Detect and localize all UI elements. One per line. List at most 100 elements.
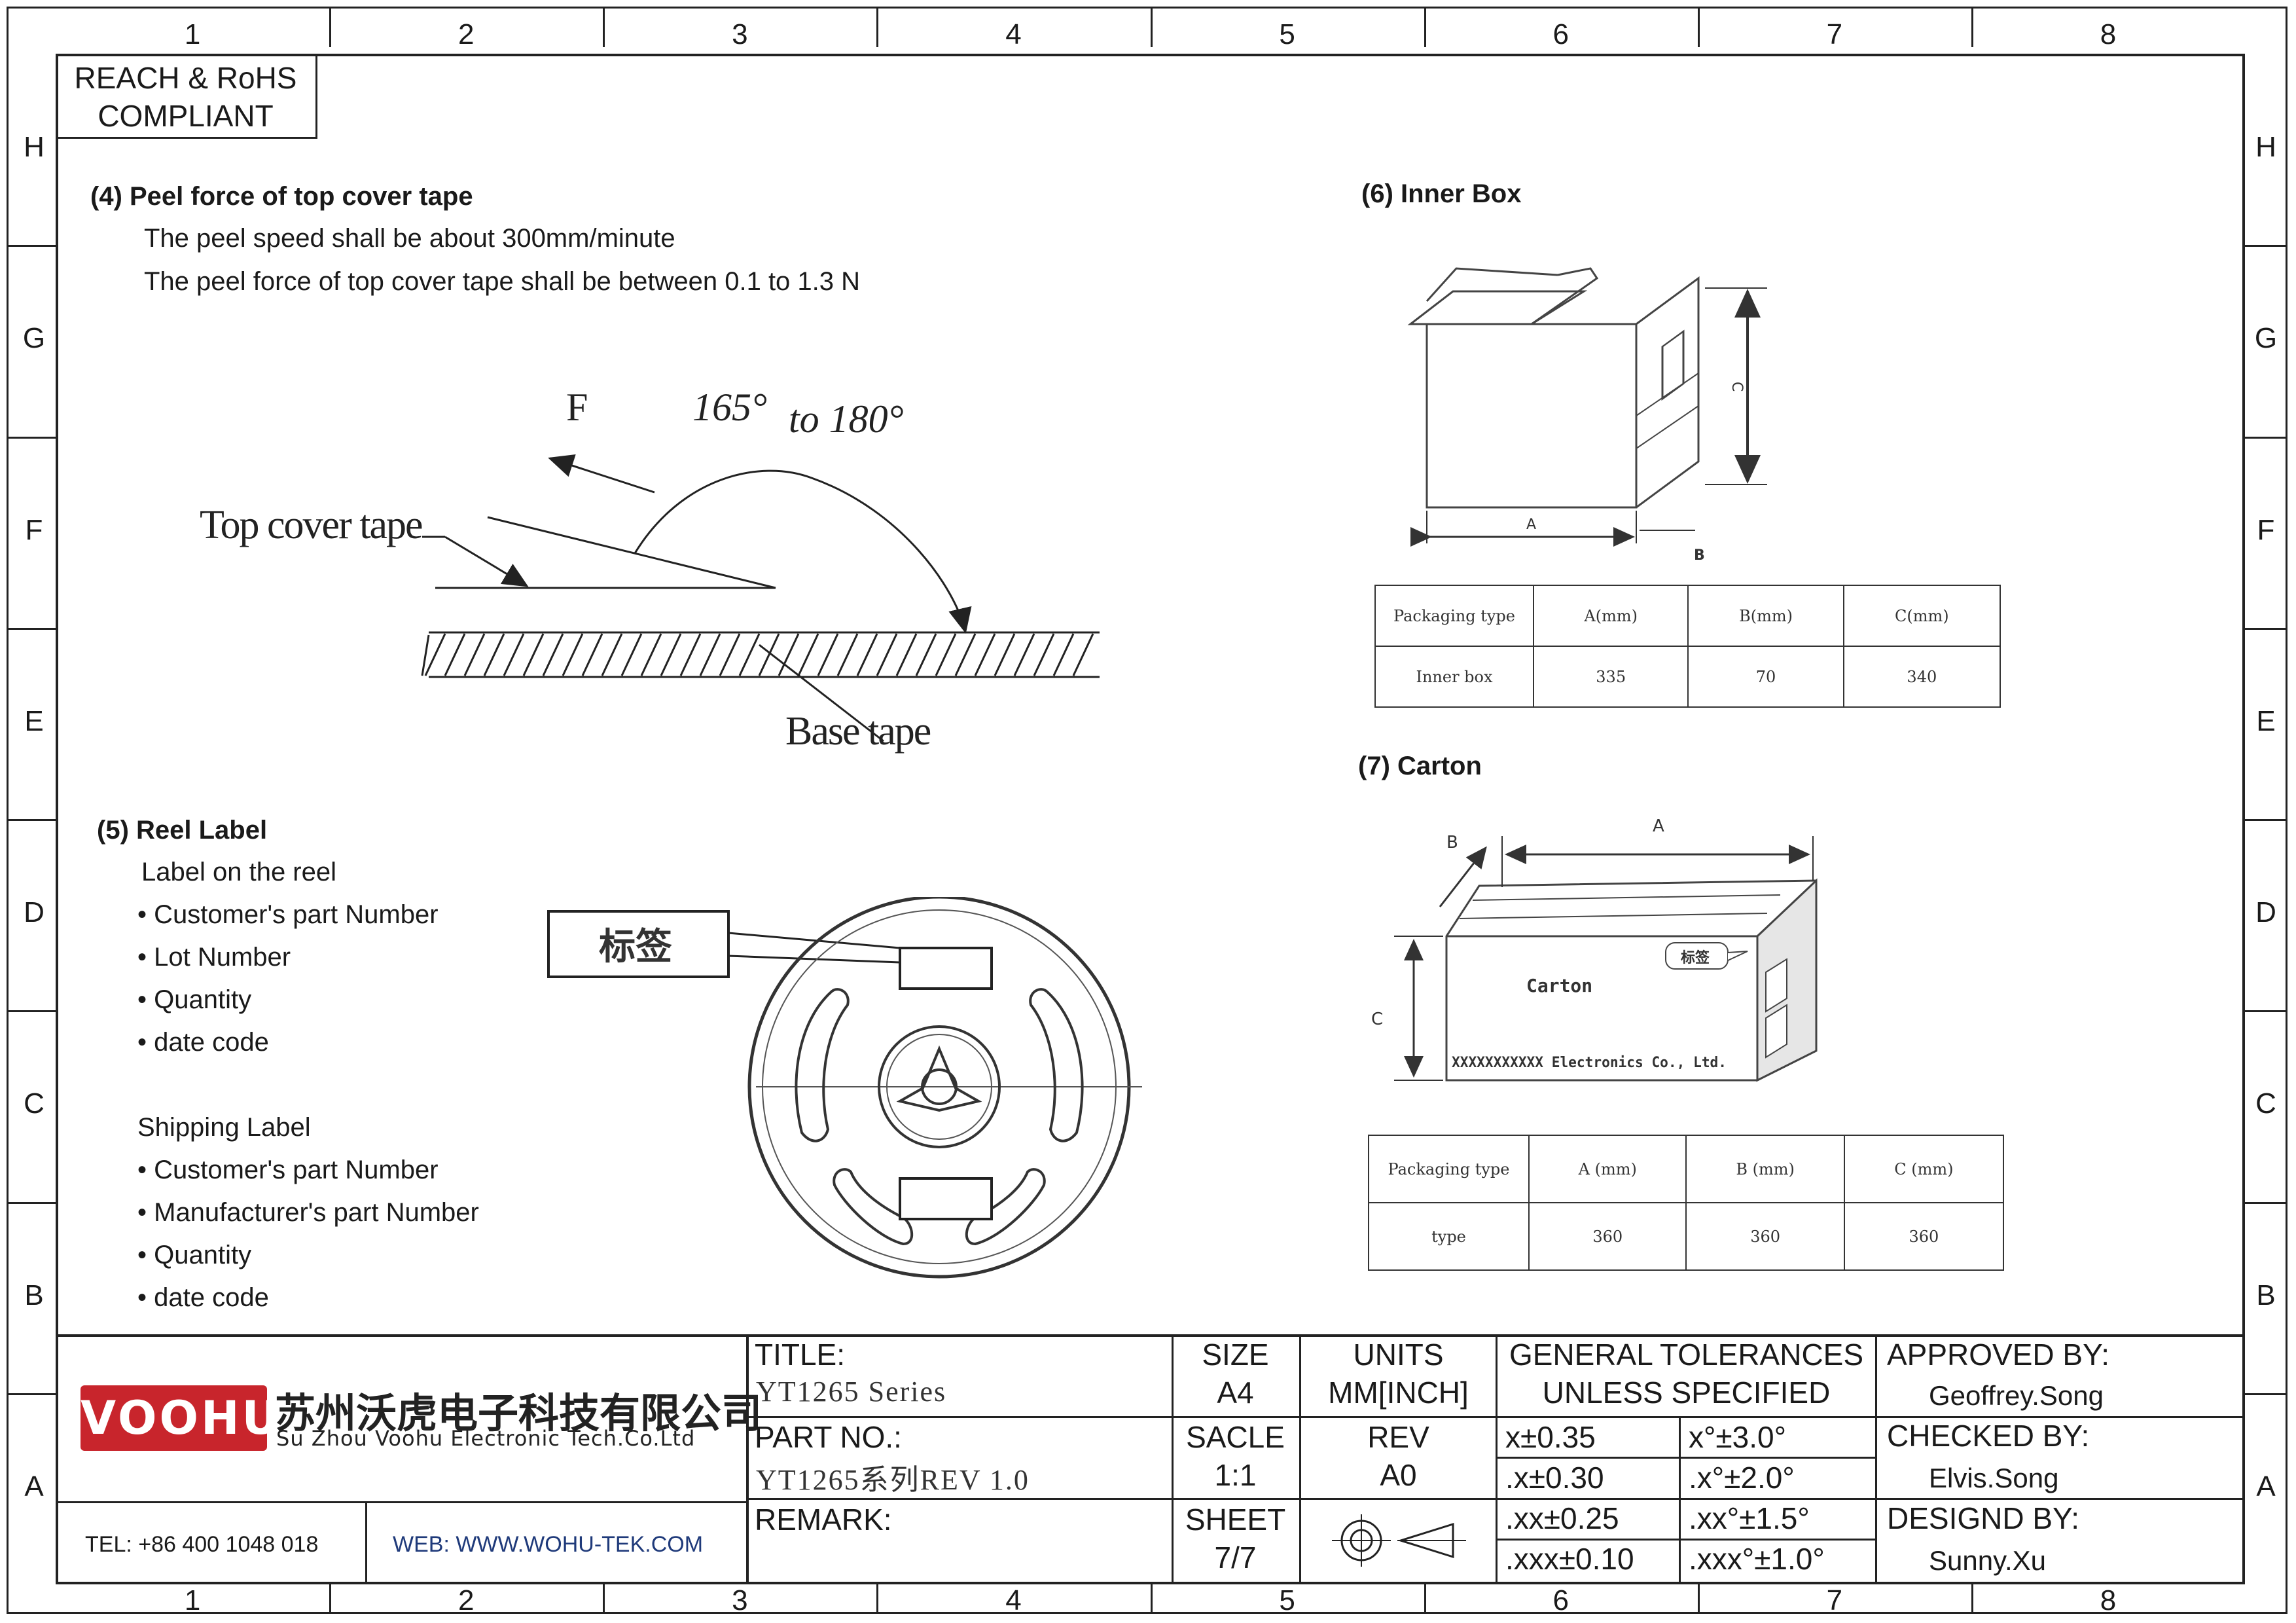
column-label: 8 [2100, 1584, 2117, 1616]
peel-line-1: The peel speed shall be about 300mm/minu… [144, 224, 675, 253]
carton-header-c: C (mm) [1843, 1135, 2005, 1203]
tolerance-value: .xx±0.25 [1505, 1501, 1619, 1535]
column-label: 2 [457, 18, 475, 50]
column-label: 6 [1552, 18, 1569, 50]
row-label: C [24, 1087, 45, 1120]
row-label: F [25, 513, 43, 546]
column-label: 3 [732, 1584, 748, 1616]
peel-force-diagram: F 165° to 180° Top cover tape Base tape [200, 386, 1100, 754]
row-label: G [2254, 322, 2278, 355]
row-label: E [2256, 704, 2276, 737]
force-label: F [566, 386, 588, 429]
column-label: 5 [1279, 18, 1295, 50]
carton-word: Carton [1526, 975, 1592, 996]
row-tick [7, 245, 56, 247]
sheet-label: SHEET [1185, 1503, 1286, 1537]
column-tick [1150, 7, 1153, 47]
row-tick [7, 1201, 56, 1204]
row-label: D [24, 896, 45, 929]
row-tick [7, 1010, 56, 1013]
carton-diagram: 标签 Carton XXXXXXXXXXX Electronics Co., L… [1371, 816, 1818, 1082]
row-tick [7, 819, 56, 821]
projection-symbol-icon [1332, 1514, 1466, 1567]
row-label: H [24, 131, 45, 164]
row-tick [7, 436, 56, 439]
inner-box-dim-b: B [1694, 547, 1705, 564]
column-tick [329, 7, 332, 47]
size-value: A4 [1217, 1376, 1254, 1410]
column-label: 3 [732, 18, 748, 50]
row-tick [2245, 1201, 2287, 1204]
row-tick [2245, 819, 2287, 821]
drawing-inner-frame [56, 54, 2245, 1584]
row-label: A [2256, 1470, 2276, 1503]
column-label: 4 [1005, 1584, 1022, 1616]
row-label: G [22, 322, 46, 355]
carton-cell-b: 360 [1685, 1202, 1845, 1271]
reel-diagram: 标签 [547, 897, 1142, 1279]
approved-label: APPROVED BY: [1887, 1338, 2110, 1372]
column-tick [603, 1584, 605, 1614]
column-label: 1 [184, 18, 201, 50]
column-label: 5 [1279, 1584, 1295, 1616]
tolerance-value: .xx°±1.5° [1689, 1501, 1810, 1535]
inner-box-header-b: B(mm) [1687, 585, 1844, 647]
rev-label: REV [1367, 1420, 1429, 1454]
column-label: 7 [1826, 18, 1843, 50]
scale-value: 1:1 [1214, 1458, 1257, 1492]
tolerance-title-1: GENERAL TOLERANCES [1509, 1338, 1864, 1372]
carton-table: Packaging type A (mm) B (mm) C (mm) type… [1368, 1135, 2005, 1271]
carton-cell-type: type [1368, 1202, 1530, 1271]
column-label: 2 [457, 1584, 475, 1616]
column-label: 6 [1552, 1584, 1569, 1616]
column-tick [603, 7, 605, 47]
row-label: B [2256, 1279, 2276, 1311]
shipping-label-item: • Customer's part Number [137, 1156, 439, 1184]
column-label: 8 [2100, 18, 2117, 50]
reel-tag-label: 标签 [599, 926, 672, 968]
carton-heading: (7) Carton [1358, 752, 1482, 780]
sheet-value: 7/7 [1214, 1541, 1257, 1575]
reel-label-title: Label on the reel [141, 858, 337, 886]
drawing-frame [7, 7, 2287, 1614]
column-tick [1424, 7, 1426, 47]
title-value: YT1265 Series [756, 1376, 947, 1408]
row-label: C [2255, 1087, 2276, 1120]
website-link[interactable]: WEB: WWW.WOHU-TEK.COM [393, 1532, 704, 1557]
voohu-logo: VOOHU [81, 1385, 279, 1451]
reel-label-item: • Quantity [137, 985, 252, 1014]
angle-from-label: 165° [692, 386, 767, 429]
base-tape-label: Base tape [785, 709, 931, 754]
row-label: A [24, 1470, 44, 1503]
tolerance-title-2: UNLESS SPECIFIED [1542, 1376, 1831, 1410]
designed-label: DESIGND BY: [1887, 1501, 2079, 1535]
row-tick [2245, 1010, 2287, 1013]
carton-maker-text: XXXXXXXXXXX Electronics Co., Ltd. [1452, 1055, 1727, 1071]
carton-dim-c: C [1371, 1010, 1383, 1029]
remark-label: REMARK: [755, 1503, 892, 1537]
column-tick [1971, 1584, 1973, 1614]
column-tick [1971, 7, 1973, 47]
reel-label-item: • Lot Number [137, 943, 291, 972]
title-block: VOOHU 苏州沃虎电子科技有限公司 Su Zhou Voohu Electro… [56, 1334, 2245, 1584]
row-label: F [2257, 513, 2275, 546]
units-value: MM[INCH] [1328, 1376, 1469, 1410]
reel-heading: (5) Reel Label [97, 816, 268, 845]
inner-box-header-type: Packaging type [1374, 585, 1534, 647]
inner-box-dim-c: C [1729, 382, 1745, 392]
carton-cell-a: 360 [1528, 1202, 1687, 1271]
carton-dim-b: B [1446, 833, 1458, 852]
row-label: E [24, 704, 44, 737]
tolerance-value: x±0.35 [1505, 1420, 1596, 1454]
reel-label-item: • Customer's part Number [137, 900, 439, 929]
title-label: TITLE: [755, 1338, 846, 1372]
rev-value: A0 [1380, 1458, 1417, 1492]
column-tick [1697, 1584, 1700, 1614]
column-tick [876, 7, 879, 47]
carton-tag-label: 标签 [1681, 949, 1710, 966]
tolerance-value: .xxx±0.10 [1505, 1542, 1634, 1576]
column-tick [1424, 1584, 1426, 1614]
column-tick [1697, 7, 1700, 47]
row-label: B [24, 1279, 44, 1311]
inner-box-heading: (6) Inner Box [1361, 179, 1522, 208]
